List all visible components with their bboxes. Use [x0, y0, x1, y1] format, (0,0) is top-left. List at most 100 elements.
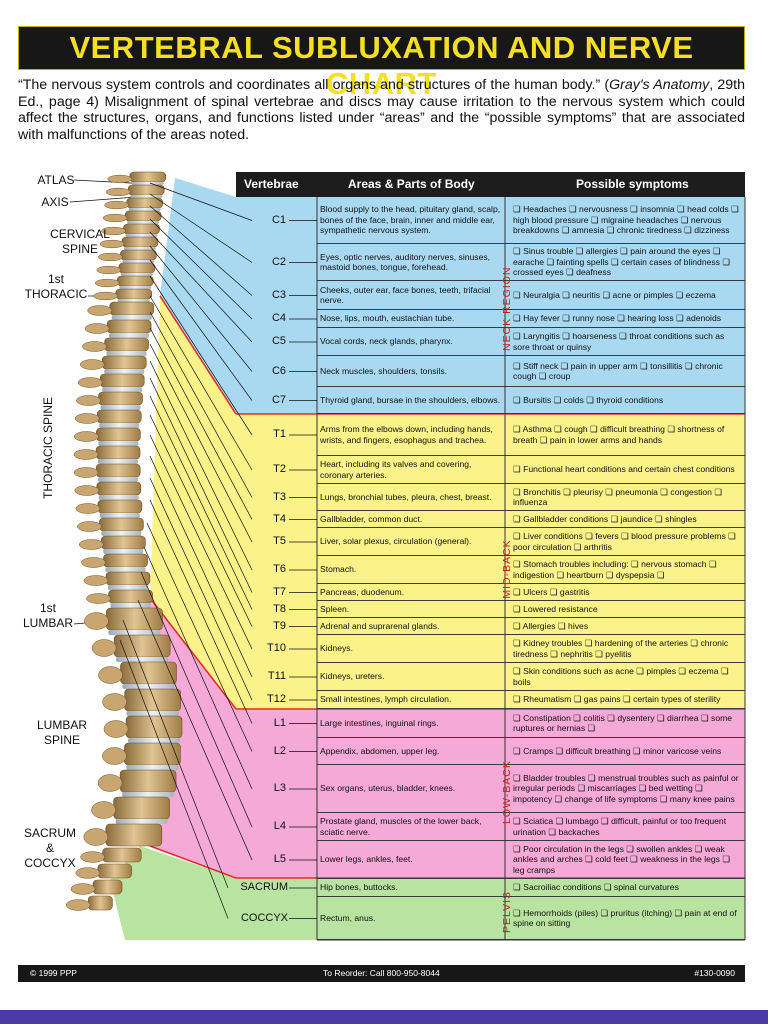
- vertebra-label: C4: [271, 312, 286, 324]
- leader-line: [143, 546, 253, 790]
- table-row: Vocal cords, neck glands, pharynx.❏ Lary…: [317, 328, 745, 356]
- header-areas: Areas & Parts of Body: [348, 177, 475, 191]
- leader-line: [149, 395, 253, 610]
- row-symptoms: ❏ Constipation ❏ colitis ❏ dysentery ❏ d…: [513, 712, 733, 734]
- table-row: Gallbladder, common duct. ❏ Gallbladder c…: [317, 511, 745, 528]
- midback-band: [150, 296, 745, 709]
- row-symptoms: ❏ Sciatica ❏ lumbago ❏ difficult, painfu…: [513, 816, 727, 837]
- row-area: Eyes, optic nerves, auditory nerves, sin…: [320, 251, 491, 273]
- intervertebral-disc: [103, 549, 144, 554]
- spinous-process: [101, 226, 126, 236]
- spinous-process: [95, 278, 120, 288]
- leader-line: [149, 414, 253, 627]
- intervertebral-disc: [98, 495, 139, 500]
- spinous-process: [84, 612, 109, 630]
- intervertebral-disc: [127, 738, 180, 743]
- spinous-process: [97, 774, 123, 792]
- row-symptoms: ❏ Stomach troubles including: ❏ nervous …: [513, 559, 717, 580]
- vertebra-label: T10: [267, 642, 286, 654]
- spinous-process: [75, 503, 101, 514]
- intervertebral-disc: [122, 792, 175, 797]
- row-symptoms: ❏ Bronchitis ❏ pleurisy ❏ pneumonia ❏ co…: [513, 486, 723, 508]
- table-row: Appendix, abdomen, upper leg.❏ Cramps ❏ …: [317, 738, 745, 765]
- spinous-process: [98, 252, 123, 262]
- leader-line: [149, 377, 253, 593]
- leader-line: [149, 295, 253, 471]
- vertebra-label: C2: [271, 255, 286, 268]
- vertebra-label: T11: [267, 670, 286, 682]
- row-symptoms: ❏ Gallbladder conditions ❏ jaundice ❏ sh…: [513, 513, 697, 524]
- vertebra-label: T1: [273, 428, 286, 440]
- spinous-process: [87, 305, 112, 316]
- row-symptoms: ❏ Bladder troubles ❏ menstrual troubles …: [513, 772, 739, 804]
- title-bar: VERTEBRAL SUBLUXATION AND NERVE CHART: [18, 26, 745, 101]
- vertebra-label: L1: [273, 716, 286, 729]
- row-area: Kidneys, ureters.: [320, 671, 385, 682]
- spinous-process: [74, 413, 100, 424]
- table-row: Hip bones, buttocks.❏ Sacroiliac conditi…: [317, 879, 745, 897]
- row-area: Heart, including its valves and covering…: [320, 459, 472, 480]
- spinous-process: [77, 377, 103, 388]
- leader-line: [149, 343, 253, 543]
- table-row: Large intestines, inguinal rings.❏ Const…: [317, 709, 745, 738]
- intervertebral-disc: [102, 387, 143, 392]
- intervertebral-disc: [120, 273, 153, 276]
- leader-line: [146, 522, 253, 752]
- sacrum-coccyx-label: SACRUM&COCCYX: [23, 826, 76, 870]
- vertebra-label: T7: [273, 585, 286, 598]
- page-title: VERTEBRAL SUBLUXATION AND NERVE CHART: [69, 30, 694, 101]
- row-area: Cheeks, outer ear, face bones, teeth, tr…: [320, 284, 491, 306]
- row-symptoms: ❏ Headaches ❏ nervousness ❏ insomnia ❏ h…: [513, 204, 739, 236]
- bottom-strip: [0, 1010, 768, 1024]
- leader-line: [149, 193, 253, 263]
- row-area: Nose, lips, mouth, eustachian tube.: [320, 313, 455, 324]
- atlas-label: ATLAS: [37, 173, 75, 187]
- row-symptoms: ❏ Skin conditions such as acne ❏ pimples…: [513, 666, 729, 687]
- row-area: Pancreas, duodenum.: [320, 586, 405, 597]
- spinous-process: [76, 395, 101, 406]
- table-row: Nose, lips, mouth, eustachian tube.❏ Hay…: [317, 310, 745, 328]
- intervertebral-disc: [107, 585, 148, 590]
- leader-line: [149, 259, 253, 401]
- spinous-process: [74, 431, 99, 442]
- spinous-process: [102, 213, 128, 223]
- row-symptoms: ❏ Cramps ❏ difficult breathing ❏ minor v…: [513, 745, 722, 756]
- spinous-process: [83, 828, 109, 846]
- leader-line: [149, 434, 253, 650]
- vertebra-label: C1: [271, 213, 286, 226]
- leader-line: [149, 245, 253, 372]
- intervertebral-disc: [131, 182, 164, 185]
- spinous-process: [96, 265, 122, 275]
- intervertebral-disc: [122, 260, 155, 263]
- vertebra-label: C5: [271, 335, 286, 347]
- row-area: Sex organs, uterus, bladder, knees.: [320, 783, 456, 794]
- vertebra-label: T8: [273, 602, 286, 615]
- row-area: Gallbladder, common duct.: [320, 513, 423, 524]
- vertebra-label: C7: [271, 393, 286, 406]
- row-area: Thyroid gland, bursae in the shoulders, …: [320, 394, 501, 405]
- leader-line: [149, 218, 253, 320]
- intervertebral-disc: [99, 423, 140, 428]
- table-row: Small intestines, lymph circulation.❏ Rh…: [317, 691, 745, 709]
- row-symptoms: ❏ Rheumatism ❏ gas pains ❏ certain types…: [513, 694, 721, 705]
- row-symptoms: ❏ Bursitis ❏ colds ❏ thyroid conditions: [513, 394, 664, 405]
- leader-line: [149, 311, 253, 498]
- table-row: Eyes, optic nerves, auditory nerves, sin…: [317, 244, 745, 281]
- leader-line: [137, 599, 253, 861]
- vertebra-label: L4: [273, 820, 286, 832]
- leader-line: [149, 182, 253, 221]
- intervertebral-disc: [111, 315, 152, 320]
- row-area: Blood supply to the head, pituitary glan…: [320, 204, 501, 236]
- spinous-process: [74, 485, 100, 496]
- vertebra-label: COCCYX: [240, 911, 288, 924]
- intervertebral-disc: [119, 286, 152, 289]
- intervertebral-disc: [123, 247, 156, 250]
- vertebra-label: C3: [271, 288, 286, 301]
- footer-bar: © 1999 PPP To Reorder: Call 800-950-8044…: [18, 965, 745, 982]
- table-row: Neck muscles, shoulders, tonsils.❏ Stiff…: [317, 356, 745, 387]
- spinous-process: [102, 747, 127, 765]
- table-row: Spleen.❏ Lowered resistance: [317, 601, 745, 618]
